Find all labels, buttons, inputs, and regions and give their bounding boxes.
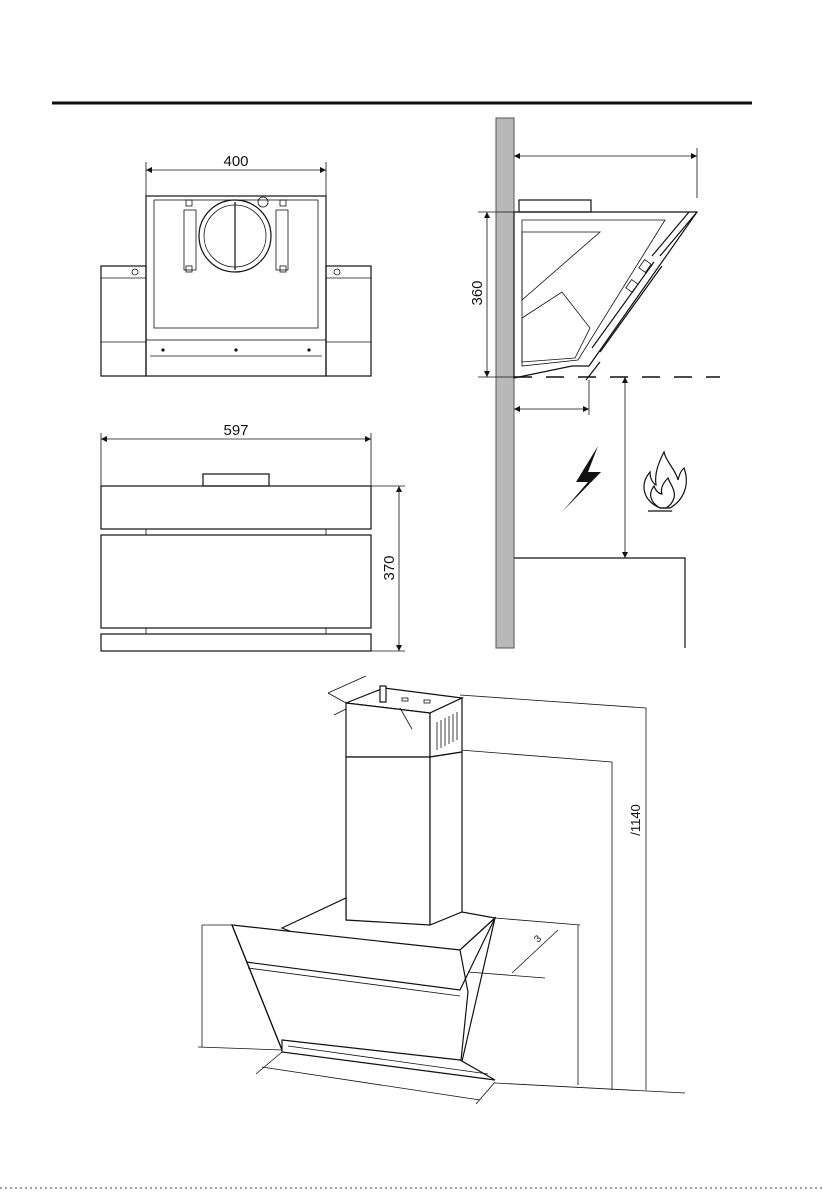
- dim-1140-label: /1140: [628, 804, 643, 836]
- top-view: 400: [101, 153, 371, 376]
- dim-360-label: 360: [469, 280, 486, 305]
- dim-597-label: 597: [223, 422, 248, 439]
- svg-text:3: 3: [532, 933, 544, 945]
- wall-section: [496, 118, 514, 648]
- dim-400-label: 400: [223, 153, 248, 170]
- isometric-view: /1140: [198, 676, 685, 1104]
- dim-370-label: 370: [381, 555, 398, 580]
- front-view: 597 370: [101, 422, 405, 651]
- lightning-bolt-icon: [562, 446, 601, 512]
- side-view: 360: [469, 118, 720, 648]
- flame-icon: [644, 452, 686, 511]
